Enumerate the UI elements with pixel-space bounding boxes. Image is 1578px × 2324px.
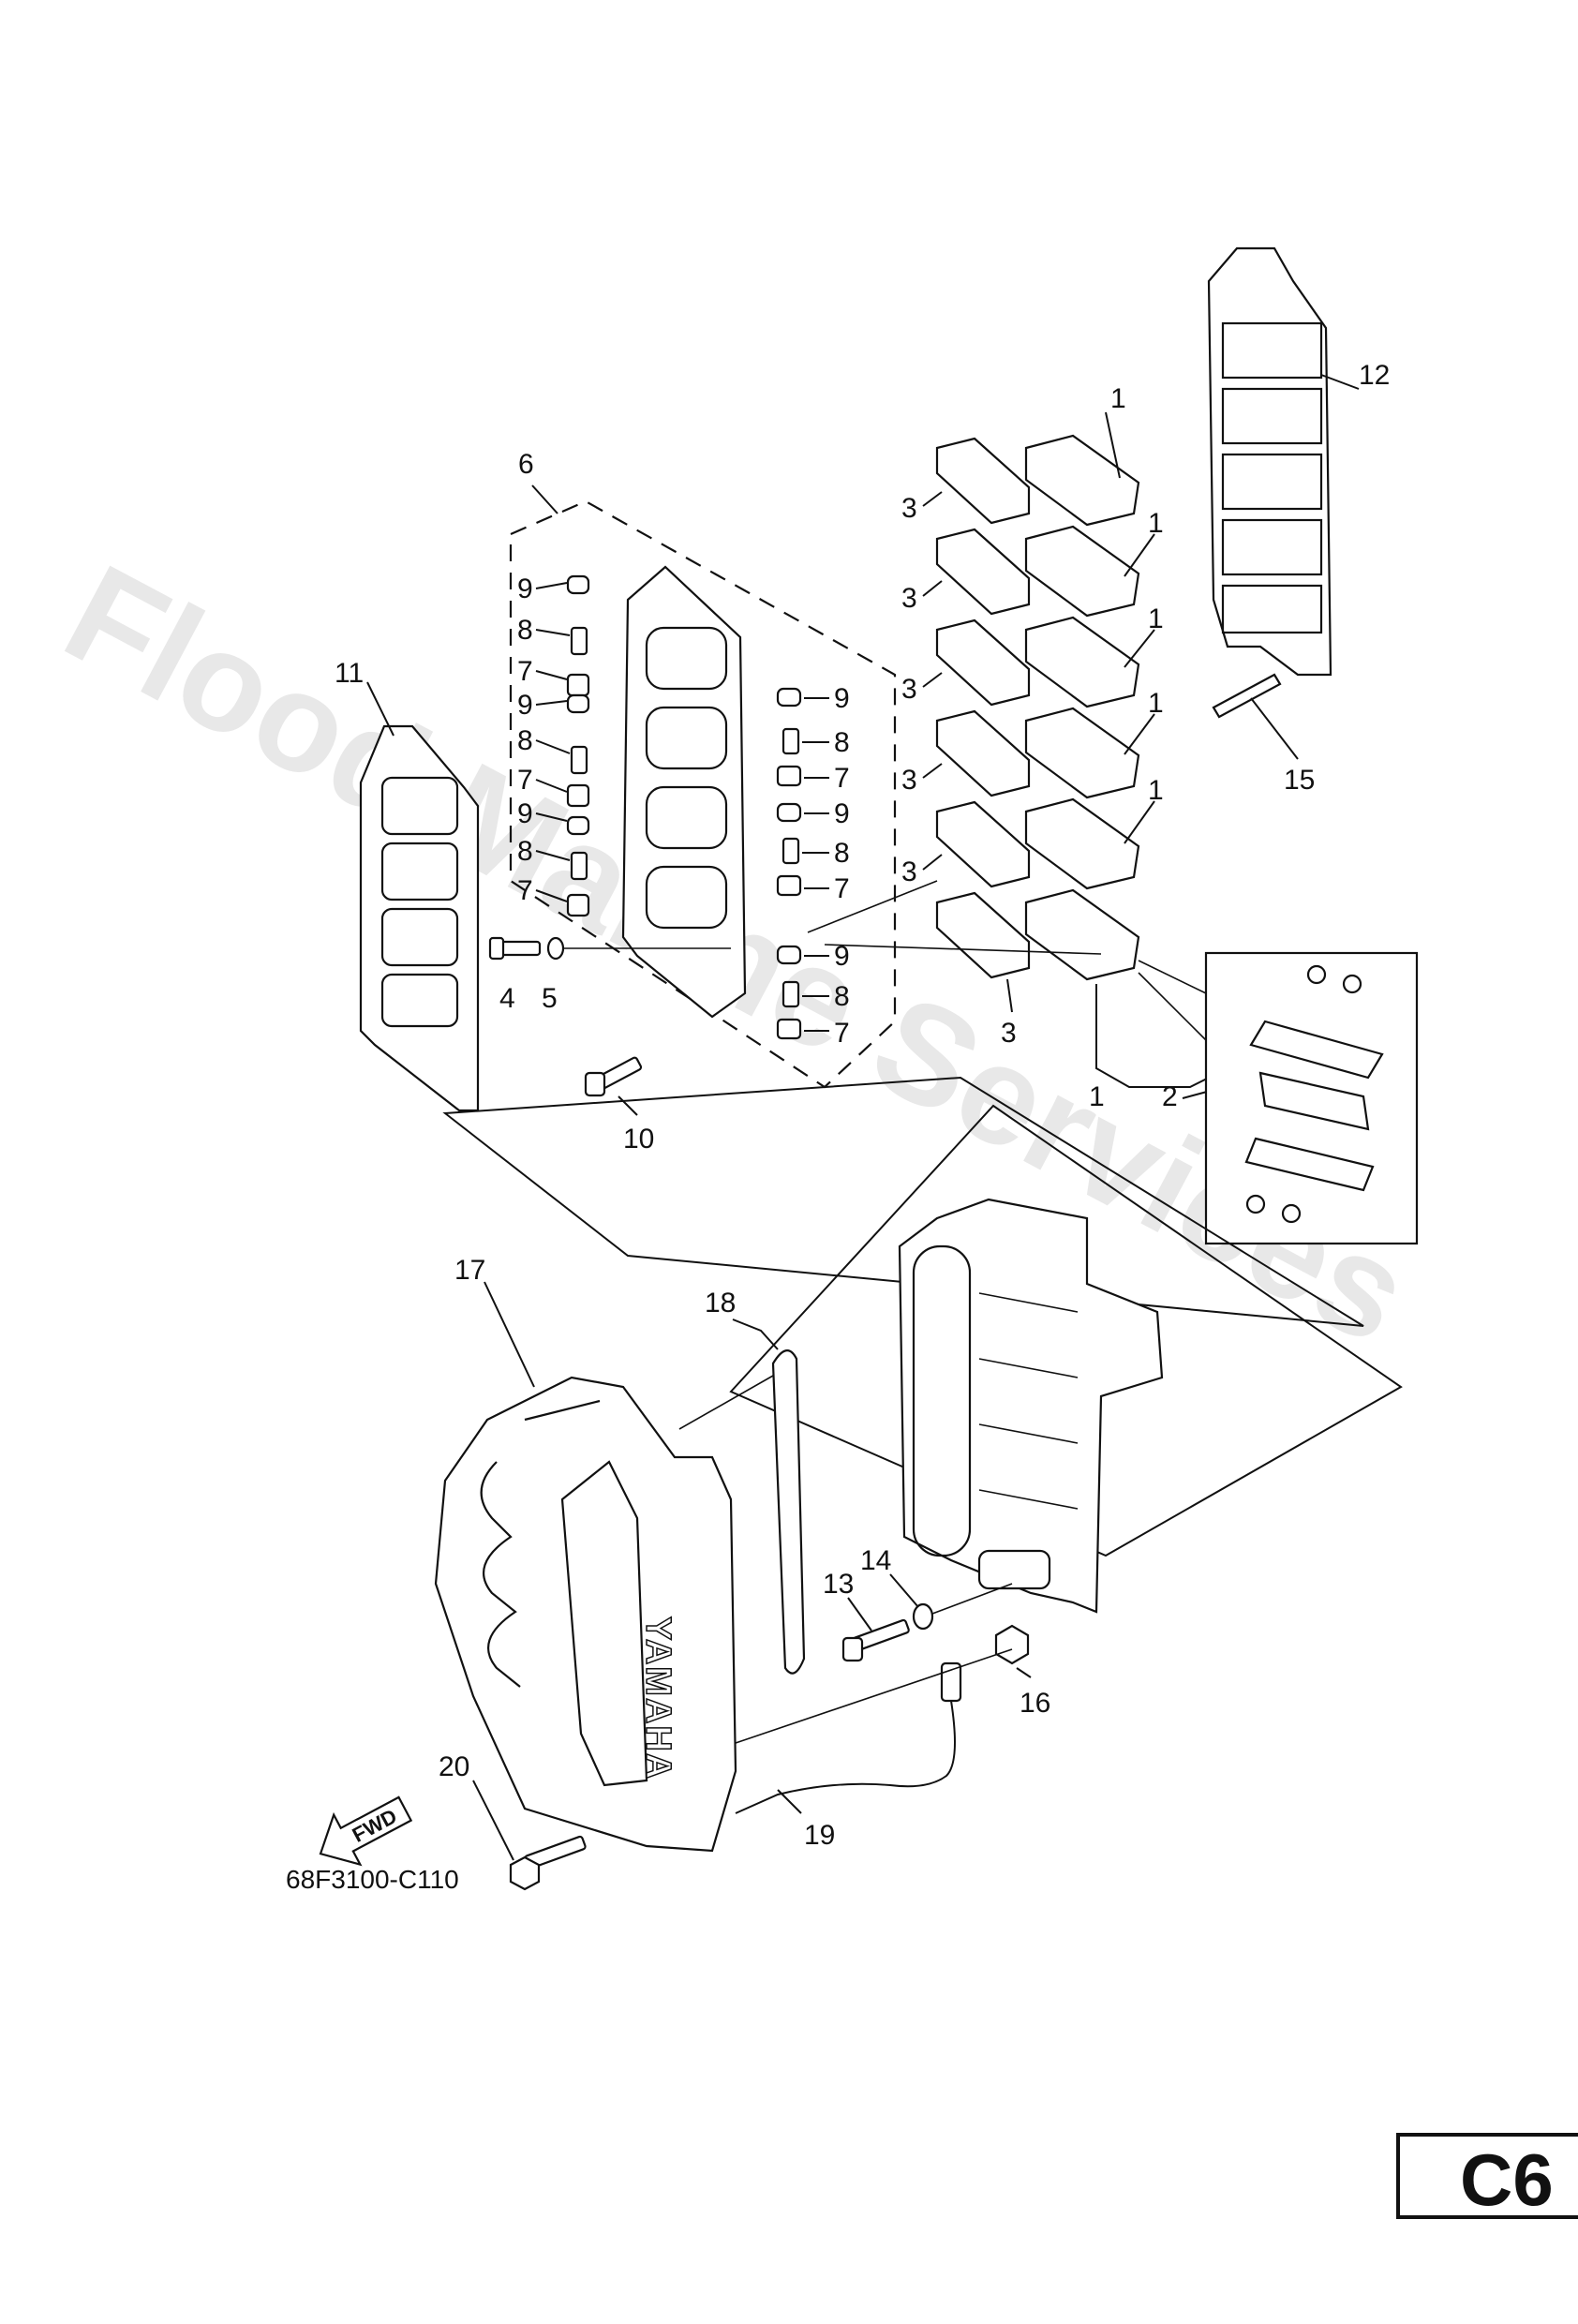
mounting-plane-upper — [442, 1076, 1364, 1327]
callout-19: 19 — [804, 1820, 835, 1851]
callout-1-a: 1 — [1110, 383, 1126, 414]
right-fittings — [776, 687, 802, 1040]
callout-1-b: 1 — [1148, 508, 1164, 539]
callout-3-e: 3 — [901, 857, 917, 887]
callout-7-d: 7 — [834, 763, 850, 794]
bolt-20 — [509, 1835, 587, 1891]
bolt-4 — [488, 936, 542, 961]
callout-9-c: 9 — [517, 798, 533, 829]
callout-1-c: 1 — [1148, 603, 1164, 634]
callout-14: 14 — [860, 1545, 891, 1576]
callout-5: 5 — [542, 983, 558, 1014]
callout-1-f: 1 — [1089, 1081, 1105, 1112]
callout-7-a: 7 — [517, 656, 533, 687]
reed-valve-plate — [621, 565, 747, 1019]
callout-15: 15 — [1284, 765, 1315, 796]
callout-4: 4 — [499, 983, 515, 1014]
callout-7-f: 7 — [834, 1018, 850, 1049]
reed-valve-assemblies-1 — [1024, 434, 1140, 981]
callout-3-b: 3 — [901, 583, 917, 614]
hose-19 — [735, 1661, 962, 1814]
cylinder-block — [898, 1198, 1164, 1614]
page-code: C6 — [1460, 2138, 1554, 2221]
callout-7-c: 7 — [517, 875, 533, 906]
callout-13: 13 — [823, 1569, 854, 1600]
callout-11: 11 — [335, 658, 364, 689]
bolt-13 — [841, 1618, 910, 1662]
callout-7-b: 7 — [517, 765, 533, 796]
callout-8-c: 8 — [517, 836, 533, 867]
callout-1-d: 1 — [1148, 688, 1164, 719]
callout-9-d: 9 — [834, 683, 850, 714]
callout-17: 17 — [454, 1255, 485, 1286]
brand-logo: YAMAHA — [638, 1616, 677, 1780]
callout-2: 2 — [1162, 1081, 1178, 1112]
reed-valve-gaskets-3 — [935, 437, 1031, 979]
reed-valve-detail-inset — [1204, 951, 1419, 1245]
callout-20: 20 — [439, 1751, 469, 1782]
washer-5 — [546, 936, 565, 961]
callout-12: 12 — [1359, 360, 1390, 391]
callout-8-b: 8 — [517, 725, 533, 756]
left-fittings — [566, 574, 590, 917]
washer-14 — [912, 1602, 934, 1631]
callout-9-e: 9 — [834, 798, 850, 829]
stud-15 — [1212, 673, 1282, 719]
catalog-number: 68F3100-C110 — [286, 1865, 459, 1894]
callout-10: 10 — [623, 1124, 654, 1155]
callout-9-b: 9 — [517, 690, 533, 721]
callout-9-f: 9 — [834, 941, 850, 972]
callout-16: 16 — [1020, 1688, 1050, 1719]
seal-18 — [771, 1349, 806, 1675]
callout-6: 6 — [518, 449, 534, 480]
callout-8-a: 8 — [517, 615, 533, 646]
callout-1-e: 1 — [1148, 775, 1164, 806]
page-code-badge: C6 — [1396, 2133, 1578, 2221]
callout-18: 18 — [705, 1288, 736, 1318]
gasket-12 — [1207, 246, 1332, 677]
nut-16 — [994, 1624, 1030, 1665]
callout-8-d: 8 — [834, 727, 850, 758]
callout-3-d: 3 — [901, 765, 917, 796]
callout-9-a: 9 — [517, 574, 533, 604]
intake-silencer-17: YAMAHA — [434, 1376, 737, 1853]
callout-3-f: 3 — [1001, 1018, 1017, 1049]
callout-8-e: 8 — [834, 838, 850, 869]
callout-8-f: 8 — [834, 981, 850, 1012]
bolt-10 — [584, 1056, 643, 1097]
callout-3-c: 3 — [901, 674, 917, 705]
gasket-11 — [359, 724, 480, 1112]
callout-7-e: 7 — [834, 873, 850, 904]
callout-3-a: 3 — [901, 493, 917, 524]
